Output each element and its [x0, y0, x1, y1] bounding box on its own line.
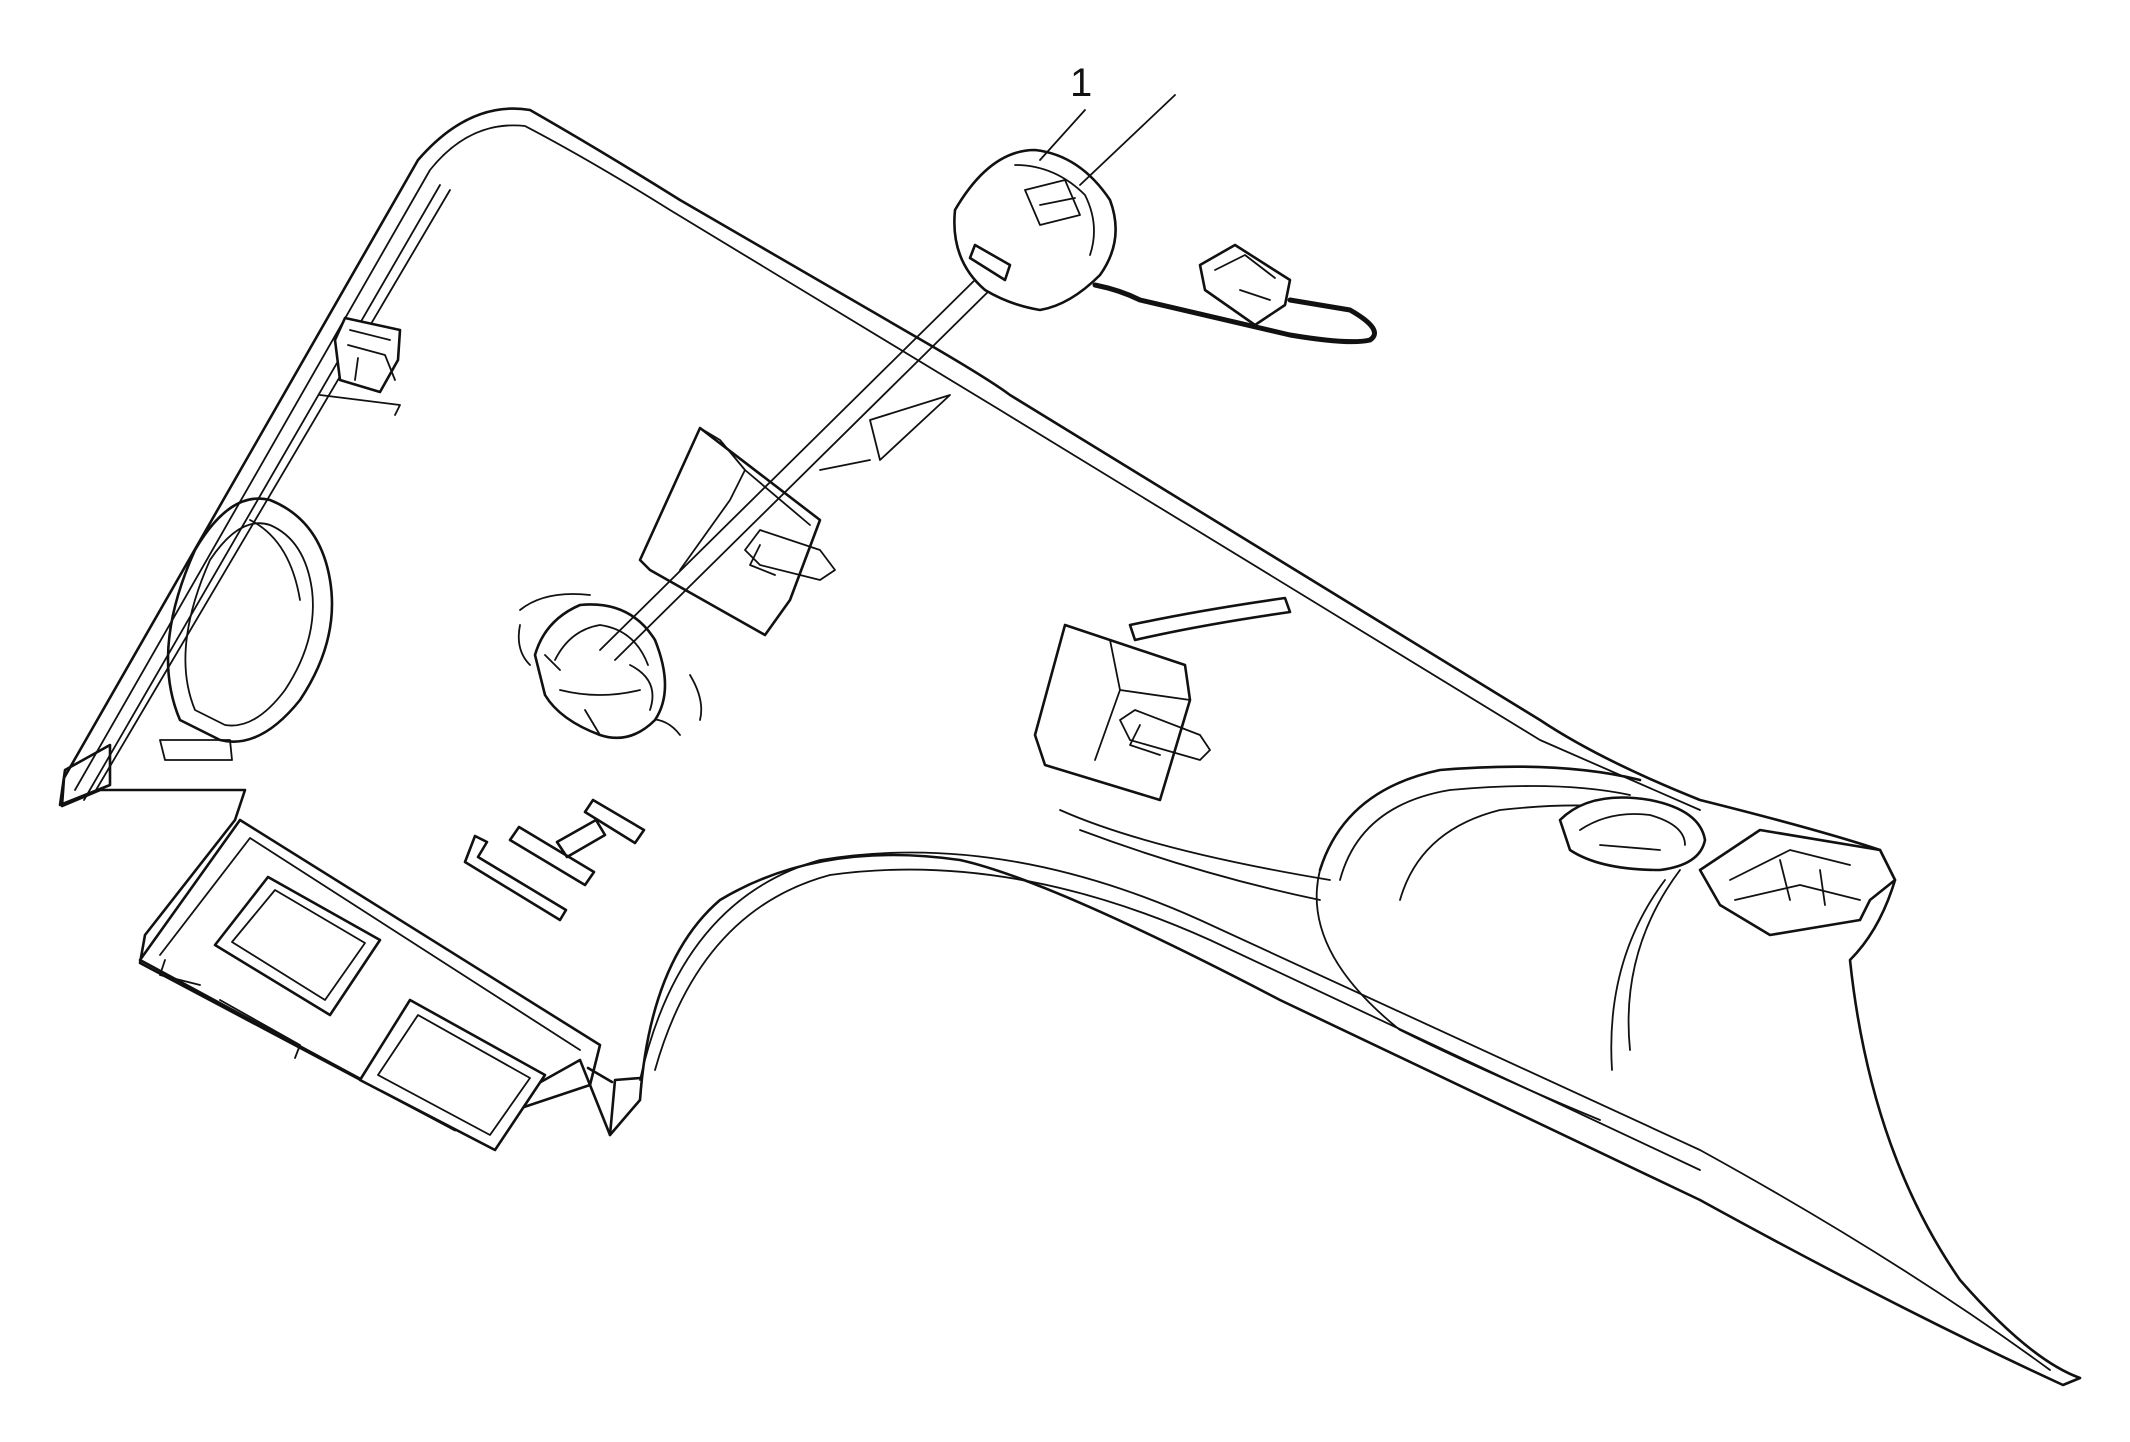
vent-opening-inner: [184, 522, 314, 727]
boss-right-pin: [1119, 709, 1211, 761]
sensor-body: [953, 148, 1117, 312]
bracket-slot: [159, 959, 301, 1059]
sensor-tab: [968, 243, 1012, 282]
vent-opening-left: [159, 497, 334, 761]
vent-opening-lip: [159, 519, 301, 761]
bracket-window-2-inner: [377, 1014, 531, 1136]
lower-bracket: [138, 818, 602, 1152]
sensor-connector-detail: [1214, 254, 1276, 301]
boss-right-face: [1064, 624, 1191, 761]
left-flange-edge: [83, 184, 451, 801]
left-flange-tab: [58, 743, 112, 807]
sensor-assembly: 1: [599, 61, 1377, 661]
lamp-socket: [1558, 796, 1707, 872]
right-clip-body: [1698, 828, 1897, 937]
mounting-boss-right: [1033, 596, 1292, 802]
retainer-body: [533, 603, 667, 740]
panel-contours: [819, 394, 1601, 1121]
mounting-boss-upper: [638, 426, 836, 637]
retainer-clip-upper-left: [319, 316, 402, 416]
boss-pin: [744, 529, 836, 581]
right-clip-curve: [1610, 869, 1681, 1071]
trim-panel-outline: [60, 107, 2082, 1387]
right-clip-detail: [1729, 849, 1861, 906]
bracket-window-1-inner: [231, 889, 366, 1001]
lower-bracket-inner-edge: [159, 837, 581, 1051]
contour-center-band: [1059, 809, 1331, 901]
lamp-socket-inner: [1579, 813, 1686, 851]
clip-body: [333, 316, 402, 394]
lh-marking: LH: [463, 798, 646, 922]
lamp-opening-arc-outer: [1318, 765, 1642, 872]
push-pin-retainer-center: [517, 593, 703, 740]
retainer-detail: [544, 624, 654, 736]
lower-curved-edge: [639, 851, 2051, 1371]
contour-curve-right: [1315, 869, 1601, 1121]
retainer-hole-arc: [517, 593, 703, 736]
retainer-clip-right: [1610, 828, 1897, 1071]
vent-opening-outer: [166, 497, 334, 743]
sensor-connector: [1198, 243, 1292, 327]
trim-panel-top-rim: [74, 124, 1701, 811]
boss-right-strip: [1128, 596, 1292, 642]
lower-curved-edge-inner: [654, 868, 1701, 1171]
clip-detail: [319, 329, 401, 416]
boss-block-face: [679, 427, 811, 571]
callout-1-label: 1: [1070, 61, 1092, 105]
contour-triangle: [819, 394, 951, 471]
explode-guide-line: [599, 269, 1001, 661]
lamp-opening-arc-inner: [1339, 785, 1631, 881]
lamp-opening-right: [1318, 765, 1707, 901]
bracket-window-2: [358, 998, 547, 1152]
lh-marking-strokes: [463, 798, 646, 922]
sensor-pigtail-wire: [1092, 282, 1377, 345]
sensor-face: [1014, 164, 1095, 256]
callout-1-leader: [1039, 94, 1176, 186]
center-crease: [586, 1066, 642, 1137]
